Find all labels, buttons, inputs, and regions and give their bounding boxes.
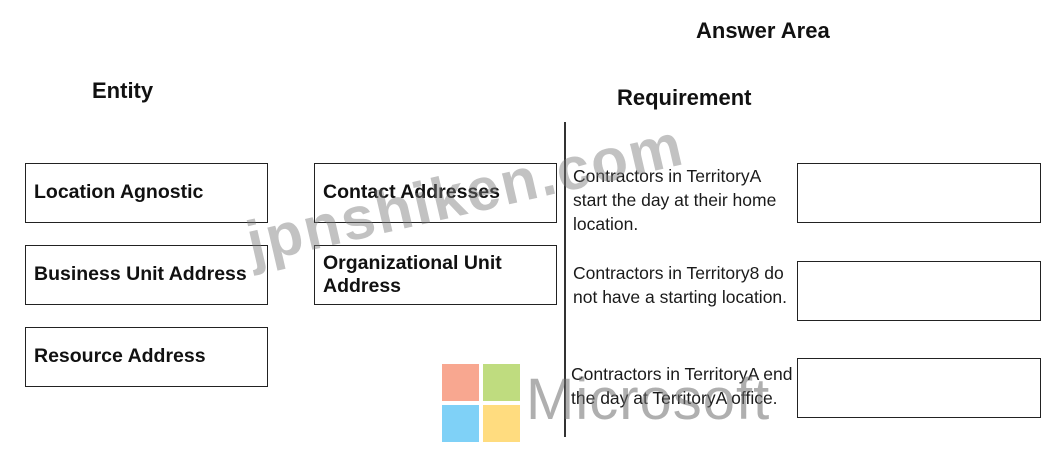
requirement-text-3: Contractors in TerritoryA end the day at… xyxy=(571,364,793,408)
column-divider xyxy=(564,122,566,437)
answer-slot-3[interactable] xyxy=(797,358,1041,418)
entity-contact-addresses[interactable]: Contact Addresses xyxy=(314,163,557,223)
requirement-text-1: Contractors in TerritoryA start the day … xyxy=(573,166,777,234)
answer-area-title: Answer Area xyxy=(696,18,830,43)
answer-slot-1[interactable] xyxy=(797,163,1041,223)
answer-slot-2[interactable] xyxy=(797,261,1041,321)
entity-business-unit-address[interactable]: Business Unit Address xyxy=(25,245,268,305)
entity-heading: Entity xyxy=(92,78,154,103)
requirement-heading: Requirement xyxy=(617,85,752,110)
microsoft-logo-icon xyxy=(442,364,520,442)
requirement-text-2: Contractors in Territory8 do not have a … xyxy=(573,263,788,307)
entity-organizational-unit-address[interactable]: Organizational Unit Address xyxy=(314,245,557,305)
entity-location-agnostic[interactable]: Location Agnostic xyxy=(25,163,268,223)
entity-resource-address[interactable]: Resource Address xyxy=(25,327,268,387)
